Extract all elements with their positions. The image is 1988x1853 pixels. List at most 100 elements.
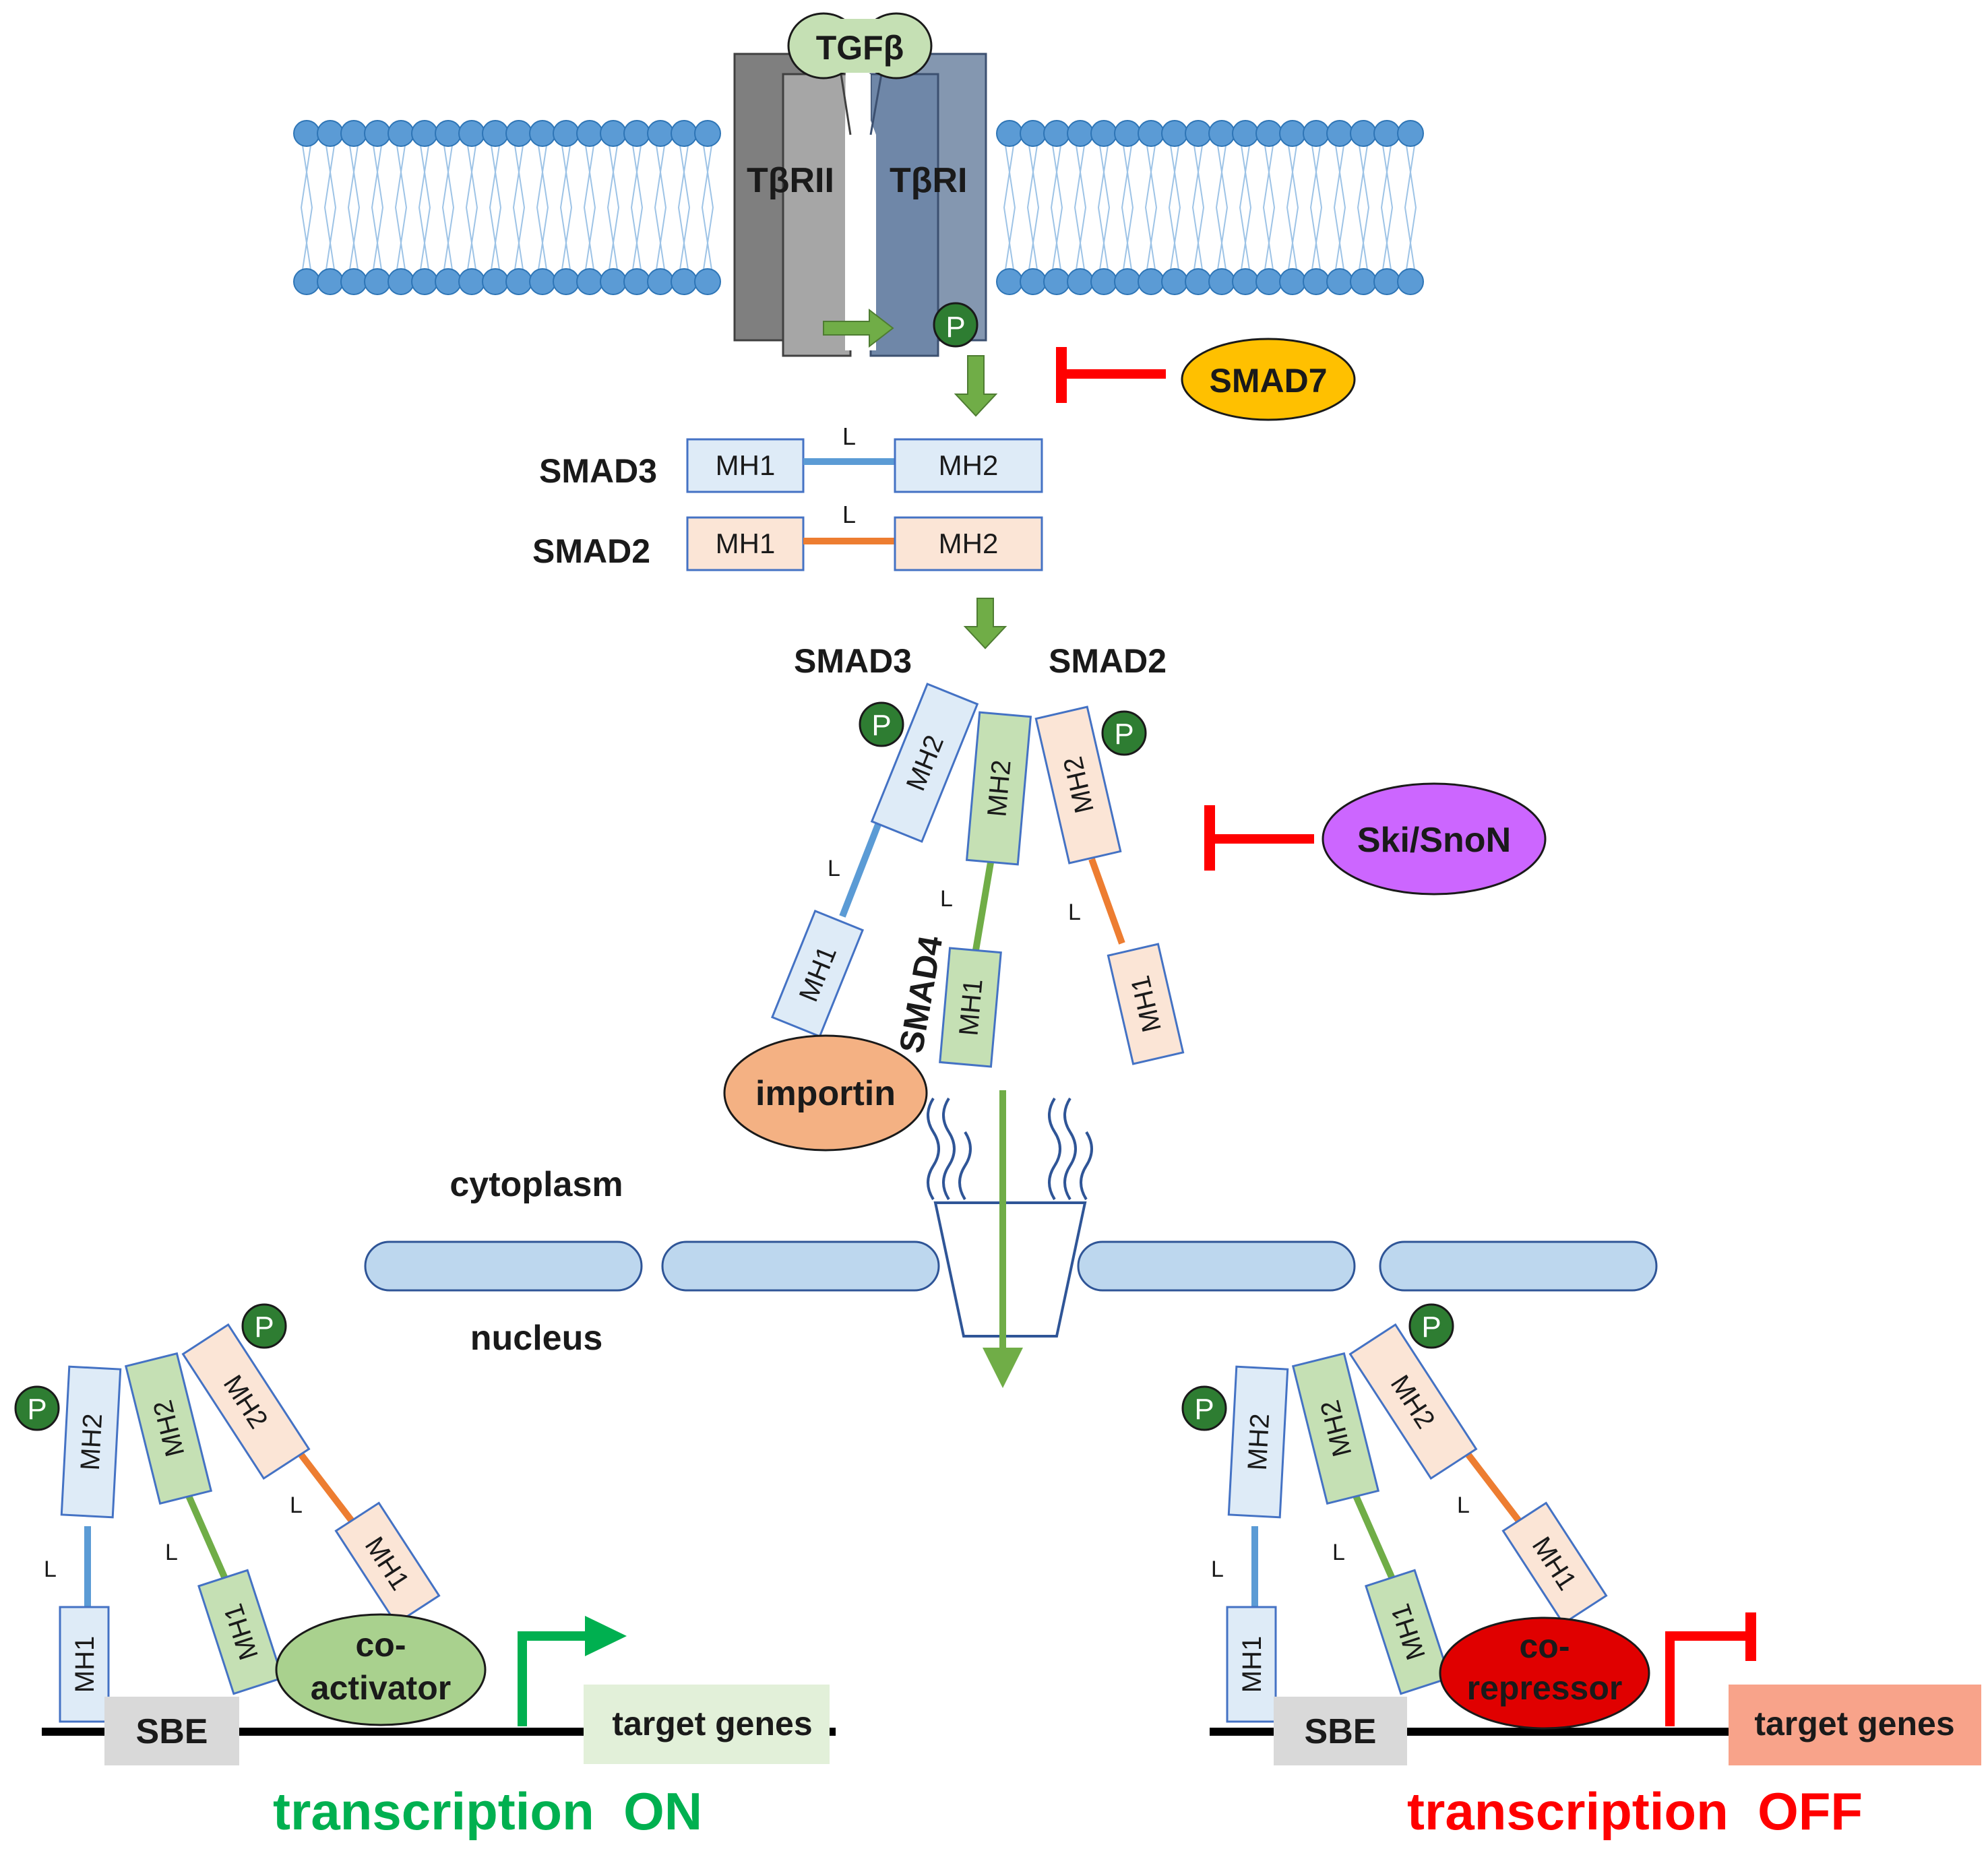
envelope-segment-1 [364, 1240, 643, 1292]
smad7-inhibition: SMAD7 [1056, 338, 1356, 421]
transcription-off-label: transcription OFF [1407, 1782, 1863, 1841]
panel-transcription-on: SBE co- activator target genes transcrip… [42, 1613, 836, 1841]
smad2-linear: SMAD2 MH1 L MH2 [532, 501, 1043, 571]
importin-label: importin [755, 1074, 896, 1113]
phosphorylation-arrow [823, 308, 894, 348]
lipid-tail [1239, 145, 1250, 270]
smad3-label: SMAD3 [539, 452, 657, 490]
lipid-head-outer [1255, 120, 1282, 147]
lipid-head-inner [529, 268, 556, 295]
coactivator-label-2: activator [311, 1669, 451, 1707]
lipid-head-inner [623, 268, 650, 295]
cyto-smad3-mh1-box: MH1 [770, 910, 865, 1038]
lipid-head-outer [529, 120, 556, 147]
lipid-tail [538, 145, 549, 270]
smad2-mh2-label: MH2 [939, 528, 999, 559]
lipid-head-inner [293, 268, 320, 295]
lipid-head-outer [996, 120, 1023, 147]
lipid-head-outer [1208, 120, 1235, 147]
lipid-bilayer [293, 120, 1424, 295]
lipid-tail [1146, 145, 1158, 270]
cyto-smad2-linker [1088, 858, 1125, 945]
cyto-smad3-linker-label: L [828, 856, 840, 881]
nuc-on-smad4-mh1-rect [197, 1569, 284, 1695]
nuc-on-smad3-mh2-rect [60, 1365, 122, 1519]
lipid-head-inner [671, 268, 697, 295]
lipid-head-outer [1043, 120, 1070, 147]
lipid-tail [467, 145, 478, 270]
cyto-smad4-mh2-rect [965, 711, 1032, 866]
nuc-off-smad3-phospho-circle [1181, 1385, 1227, 1431]
nuc-on-smad4-linker [185, 1494, 229, 1582]
lipid-tail [1052, 145, 1063, 270]
nuc-off-smad3-mh1-box: MH1 [1226, 1606, 1277, 1723]
lipid-tail [373, 145, 384, 270]
lipid-tail [679, 145, 691, 270]
smad3-linker-label: L [842, 422, 856, 450]
nuc-off-smad4-mh1-box: MH1 [1365, 1569, 1451, 1695]
corepressor-label-1: co- [1520, 1627, 1570, 1665]
smad2-linker-label: L [842, 501, 856, 528]
receptor-phospho-circle [933, 302, 979, 348]
target-genes-label-on: target genes [612, 1705, 812, 1742]
lipid-head-outer [1232, 120, 1259, 147]
nuc-off-smad2-mh1-box: MH1 [1501, 1501, 1608, 1625]
lipid-head-outer [482, 120, 509, 147]
lipid-head-inner [1397, 268, 1424, 295]
lipid-head-inner [387, 268, 414, 295]
cytoplasm-label: cytoplasm [449, 1165, 623, 1204]
lipid-tail [1170, 145, 1181, 270]
lipid-head-inner [1020, 268, 1047, 295]
nuc-off-smad3-mh1-rect [1226, 1606, 1277, 1723]
nuc-off-smad2-phospho-label: P [1421, 1311, 1441, 1344]
lipid-tail [443, 145, 455, 270]
lipid-head-outer [694, 120, 721, 147]
lipid-tail [607, 145, 618, 270]
lipid-tail [441, 145, 453, 270]
cyto-smad4-mh2-box: MH2 [965, 711, 1032, 866]
lipid-head-outer [1161, 120, 1188, 147]
smad7-ellipse [1181, 338, 1356, 421]
lipid-tail [1309, 145, 1321, 270]
nuclear-pore [933, 1201, 1087, 1338]
ski-snon-inhibition: Ski/SnoN [1204, 782, 1547, 896]
receptor-tbri-front [869, 73, 939, 357]
lipid-head-outer [1090, 120, 1117, 147]
lipid-tail [1074, 145, 1085, 270]
lipid-tail [1335, 145, 1346, 270]
nuc-off-smad3-mh2-rect [1227, 1365, 1289, 1519]
lipid-tail [1028, 145, 1040, 270]
cyto-smad4-mh1-box: MH1 [939, 947, 1002, 1068]
cyto-smad2-phospho-circle [1101, 710, 1147, 756]
lipid-tail [1406, 145, 1417, 270]
lipid-head-outer [600, 120, 627, 147]
tgfb-ligand-join [822, 19, 898, 73]
lipid-head-inner [553, 268, 580, 295]
cyto-smad2-mh1-rect [1107, 943, 1185, 1065]
lipid-tail [630, 145, 642, 270]
lipid-head-outer [505, 120, 532, 147]
nuc-on-smad4-mh2-box: MH2 [124, 1352, 213, 1505]
lipid-head-inner [576, 268, 603, 295]
cyto-smad3-mh2-box: MH2 [870, 683, 979, 843]
nuc-on-smad2-mh2-box: MH2 [181, 1323, 311, 1480]
lipid-head-outer [1185, 120, 1212, 147]
tbrii-label: TβRII [747, 161, 834, 200]
lipid-tail [1050, 145, 1061, 270]
lipid-tail [514, 145, 526, 270]
smad2-mh1-label: MH1 [716, 528, 776, 559]
cyto-smad2-mh2-rect [1034, 705, 1122, 865]
pore-filament-left-1 [927, 1097, 940, 1201]
lipid-head-inner [647, 268, 674, 295]
lipid-head-outer [1326, 120, 1353, 147]
cyto-smad4-linker-label: L [940, 886, 953, 912]
lipid-head-outer [387, 120, 414, 147]
lipid-head-inner [1161, 268, 1188, 295]
lipid-tail [302, 145, 313, 270]
lipid-tail [1404, 145, 1415, 270]
lipid-head-inner [411, 268, 438, 295]
coactivator-ellipse [275, 1613, 487, 1726]
lipid-tail [1193, 145, 1205, 270]
